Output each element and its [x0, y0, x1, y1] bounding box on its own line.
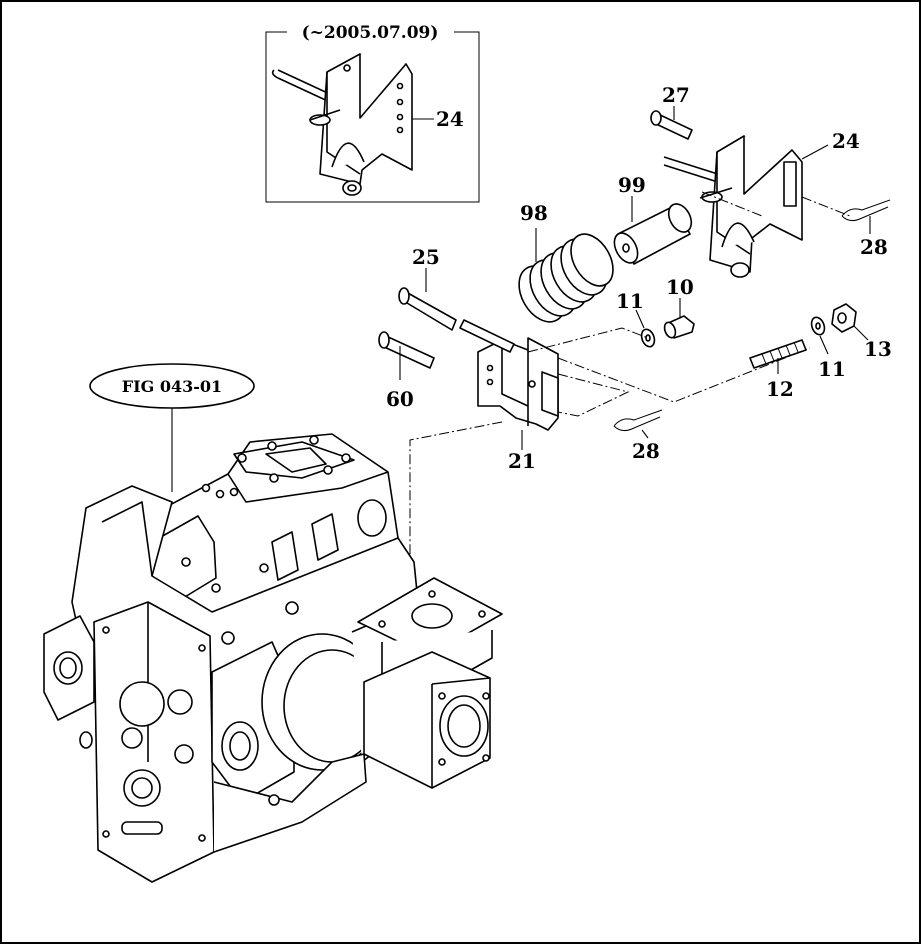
inset-bracket-part	[271, 53, 413, 196]
callout-10: 10	[666, 275, 694, 299]
callout-12: 12	[766, 377, 794, 401]
callout-25: 25	[412, 245, 440, 269]
reference-callout: FIG 043-01	[89, 363, 255, 492]
callout-28-top: 28	[860, 235, 888, 259]
part-25-pin	[398, 287, 457, 331]
callout-21: 21	[508, 449, 536, 473]
inset-date-label: (~2005.07.09)	[302, 23, 439, 43]
part-60-pin	[378, 331, 435, 369]
part-98-spring	[518, 233, 614, 323]
callout-28-bottom: 28	[632, 439, 660, 463]
part-28-clip-top	[841, 199, 891, 222]
part-27-pin	[650, 110, 693, 140]
callout-98: 98	[520, 201, 548, 225]
part-11-washer-left	[640, 328, 656, 348]
part-99-roller	[613, 203, 693, 265]
inset-box: (~2005.07.09) 24	[265, 23, 480, 203]
callout-11-left: 11	[616, 289, 644, 313]
callout-inset-24: 24	[436, 107, 464, 131]
part-24-bracket	[663, 135, 803, 278]
callout-99: 99	[618, 173, 646, 197]
part-21-support	[459, 319, 559, 431]
part-13-nut	[831, 303, 857, 333]
callout-27: 27	[662, 83, 690, 107]
reference-label: FIG 043-01	[122, 377, 222, 396]
part-10-bolt	[663, 315, 695, 339]
callout-24: 24	[832, 129, 860, 153]
transmission-housing	[43, 433, 503, 883]
callout-60: 60	[386, 387, 414, 411]
callout-11-right: 11	[818, 357, 846, 381]
part-28-clip-bottom	[613, 409, 663, 432]
callout-13: 13	[864, 337, 892, 361]
part-11-washer-right	[810, 316, 826, 336]
